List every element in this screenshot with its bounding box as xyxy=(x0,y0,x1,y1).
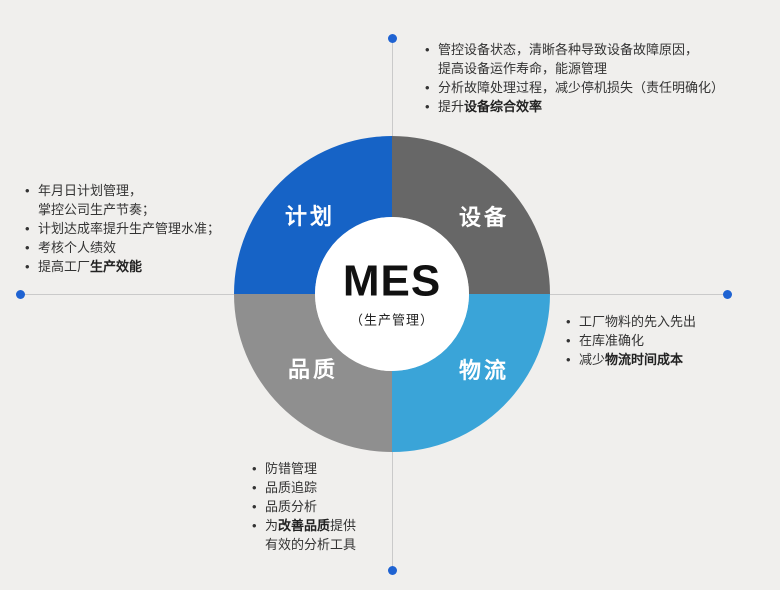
axis-dot-left xyxy=(16,290,25,299)
panel-logistics-notes: 工厂物料的先入先出 在库准确化 减少物流时间成本 xyxy=(566,312,766,369)
note-text: 提高设备运作寿命，能源管理 xyxy=(438,61,608,76)
note-text: 计划达成率提升生产管理水准； xyxy=(38,221,221,236)
wheel-segment-logistics xyxy=(392,294,550,452)
list-item: 提高工厂生产效能 xyxy=(25,257,240,276)
note-text: 分析故障处理过程，减少停机损失（责任明确化） xyxy=(438,80,725,95)
axis-dot-top xyxy=(388,34,397,43)
axis-dot-right xyxy=(723,290,732,299)
wheel-label-plan: 计划 xyxy=(285,204,335,229)
wheel-segment-plan xyxy=(234,136,392,294)
note-text: 在库准确化 xyxy=(579,333,645,348)
wheel-center-circle xyxy=(315,217,469,371)
wheel-label-equipment: 设备 xyxy=(459,205,509,230)
note-text: 提升 xyxy=(438,99,465,114)
wheel-label-logistics: 物流 xyxy=(459,358,509,383)
wheel-segment-quality xyxy=(234,294,392,452)
list-item: 工厂物料的先入先出 xyxy=(566,312,766,331)
list-item: 考核个人绩效 xyxy=(25,238,240,257)
list-item: 分析故障处理过程，减少停机损失（责任明确化） xyxy=(425,78,755,97)
note-highlight: 物流时间成本 xyxy=(605,352,684,367)
list-item: 计划达成率提升生产管理水准； xyxy=(25,219,240,238)
mes-wheel: 计划 设备 品质 物流 xyxy=(234,136,550,452)
list-item: 防错管理 xyxy=(252,459,432,478)
note-text: 工厂物料的先入先出 xyxy=(579,314,697,329)
note-highlight: 改善品质 xyxy=(278,518,331,533)
center-title: MES xyxy=(342,256,442,306)
list-item: 提升设备综合效率 xyxy=(425,97,755,116)
list-item: 管控设备状态，清晰各种导致设备故障原因， 提高设备运作寿命，能源管理 xyxy=(425,40,755,78)
axis-dot-bottom xyxy=(388,566,397,575)
panel-quality-notes: 防错管理 品质追踪 品质分析 为改善品质提供 有效的分析工具 xyxy=(252,459,432,554)
note-text: 管控设备状态，清晰各种导致设备故障原因， xyxy=(438,42,699,57)
note-text: 提高工厂 xyxy=(38,259,91,274)
note-text: 提供 xyxy=(330,518,357,533)
note-highlight: 设备综合效率 xyxy=(464,99,543,114)
list-item: 在库准确化 xyxy=(566,331,766,350)
list-item: 年月日计划管理， 掌控公司生产节奏； xyxy=(25,181,240,219)
note-text: 品质追踪 xyxy=(265,480,318,495)
panel-equipment-notes: 管控设备状态，清晰各种导致设备故障原因， 提高设备运作寿命，能源管理 分析故障处… xyxy=(425,40,755,116)
note-text: 掌控公司生产节奏； xyxy=(38,202,156,217)
wheel-segment-equipment xyxy=(392,136,550,294)
note-text: 防错管理 xyxy=(265,461,318,476)
center-subtitle: （生产管理） xyxy=(349,312,435,328)
note-text: 为 xyxy=(265,518,279,533)
list-item: 品质追踪 xyxy=(252,478,432,497)
note-highlight: 生产效能 xyxy=(90,259,143,274)
note-text: 年月日计划管理， xyxy=(38,183,143,198)
list-item: 品质分析 xyxy=(252,497,432,516)
panel-plan-notes: 年月日计划管理， 掌控公司生产节奏； 计划达成率提升生产管理水准； 考核个人绩效… xyxy=(25,181,240,276)
list-item: 减少物流时间成本 xyxy=(566,350,766,369)
wheel-label-quality: 品质 xyxy=(288,357,338,382)
note-text: 考核个人绩效 xyxy=(38,240,117,255)
wheel-center-text: MES （生产管理） xyxy=(342,256,442,329)
note-text: 有效的分析工具 xyxy=(265,537,357,552)
note-text: 减少 xyxy=(579,352,606,367)
list-item: 为改善品质提供 有效的分析工具 xyxy=(252,516,432,554)
note-text: 品质分析 xyxy=(265,499,318,514)
